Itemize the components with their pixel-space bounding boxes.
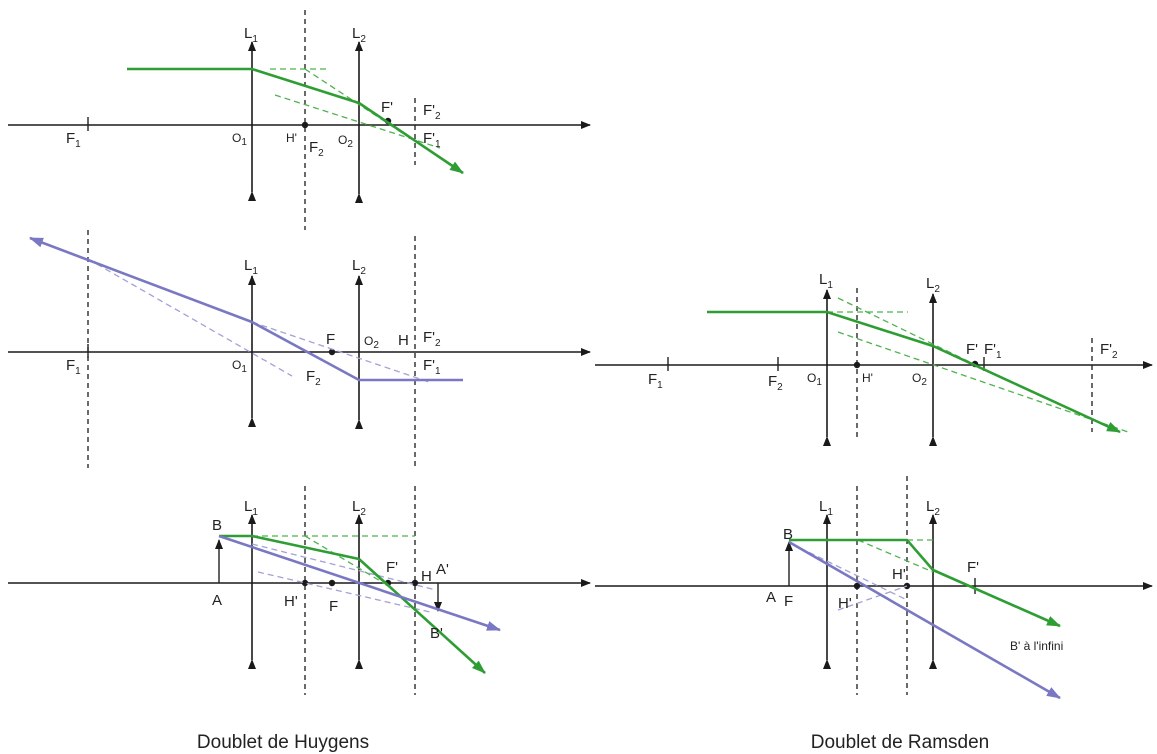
label-f1: F1 — [66, 357, 81, 377]
label-h-prime-left: H' — [838, 595, 852, 612]
label-o2: O2 — [338, 133, 353, 150]
ramsden-panel-top: L1 L2 F1 F2 O1 H' O2 F' F'1 F'2 — [595, 271, 1153, 446]
caption-huygens: Doublet de Huygens — [197, 732, 369, 753]
green-ray — [707, 310, 934, 348]
label-f: F — [784, 593, 793, 610]
caption-ramsden: Doublet de Ramsden — [811, 732, 990, 753]
label-l1: L1 — [244, 498, 258, 518]
label-h-prime: H' — [892, 566, 906, 583]
green-ray-emergent — [932, 344, 1121, 434]
label-f2: F2 — [309, 139, 324, 159]
label-f-prime-1: F'1 — [984, 341, 1002, 361]
label-l2: L2 — [352, 257, 366, 277]
label-f-prime-1: F'1 — [423, 357, 441, 377]
green-ray — [127, 67, 360, 105]
label-h-prime: H' — [284, 593, 298, 610]
label-o1: O1 — [232, 358, 247, 375]
label-b: B — [212, 517, 222, 534]
label-f-prime: F' — [967, 559, 979, 576]
label-h: H — [421, 568, 432, 585]
construction-line — [837, 331, 1129, 433]
point-h-prime — [853, 361, 861, 369]
huygens-panel-middle: L1 L2 F1 O1 F2 F O2 H F'2 F'1 — [8, 230, 591, 468]
green-ray — [789, 538, 934, 571]
label-o2: O2 — [364, 334, 379, 351]
purple-ray — [251, 320, 463, 382]
label-l1: L1 — [819, 271, 833, 291]
label-l2: L2 — [352, 498, 366, 518]
construction-line — [837, 585, 908, 611]
label-o1: O1 — [807, 371, 822, 388]
huygens-panel-bottom: L1 L2 B A H' F F' H A' B' — [8, 486, 591, 695]
purple-ray — [218, 534, 501, 632]
label-l2: L2 — [926, 275, 940, 295]
point-f — [328, 579, 336, 587]
label-l1: L1 — [244, 25, 258, 45]
green-ray-emergent — [358, 101, 464, 175]
label-l1: L1 — [244, 257, 258, 277]
huygens-panel-top: L1 L2 F1 O1 H' F2 O2 F' F'2 F'1 — [8, 10, 591, 230]
construction-line — [857, 539, 934, 573]
construction-line — [251, 321, 433, 384]
green-ray-emergent — [358, 558, 486, 674]
label-h-prime: H' — [286, 131, 297, 145]
label-f-prime-2: F'2 — [1100, 341, 1118, 361]
label-o1: O1 — [232, 131, 247, 148]
label-l2: L2 — [926, 498, 940, 518]
construction-line — [304, 535, 393, 589]
point-h — [411, 579, 419, 587]
label-f-prime: F' — [386, 559, 398, 576]
label-a-prime: A' — [436, 561, 449, 578]
label-f1: F1 — [648, 371, 663, 391]
label-f2: F2 — [306, 368, 321, 388]
label-f2: F2 — [768, 373, 783, 393]
label-a: A — [766, 589, 776, 606]
label-f1: F1 — [66, 130, 81, 150]
label-l1: L1 — [819, 498, 833, 518]
label-f-prime-2: F'2 — [423, 329, 441, 349]
purple-ray-incident — [29, 236, 253, 324]
green-ray — [251, 534, 360, 561]
construction-line — [837, 297, 979, 367]
label-a: A — [212, 592, 222, 609]
purple-ray — [788, 540, 1061, 700]
label-f: F — [329, 598, 338, 615]
label-b: B — [783, 526, 793, 543]
green-ray-emergent — [932, 568, 1061, 628]
point-h — [853, 582, 861, 590]
label-h-prime: H' — [862, 371, 873, 385]
construction-line — [87, 258, 293, 377]
label-h: H — [398, 332, 409, 349]
label-b-prime-infinity: B' à l'infini — [1010, 639, 1063, 653]
point-f — [328, 348, 336, 356]
label-b-prime: B' — [430, 625, 443, 642]
label-f-prime: F' — [381, 99, 393, 116]
label-l2: L2 — [352, 25, 366, 45]
point-h-prime — [301, 579, 309, 587]
ramsden-panel-bottom: L1 L2 B A F H' H' F' B' à l'infini — [595, 476, 1153, 700]
label-f-prime-1: F'1 — [423, 130, 441, 150]
label-o2: O2 — [912, 371, 927, 388]
label-f-prime: F' — [966, 341, 978, 358]
construction-line — [251, 543, 437, 591]
point-h-prime — [301, 121, 309, 129]
label-f-prime-2: F'2 — [423, 102, 441, 122]
label-f: F — [326, 331, 335, 348]
